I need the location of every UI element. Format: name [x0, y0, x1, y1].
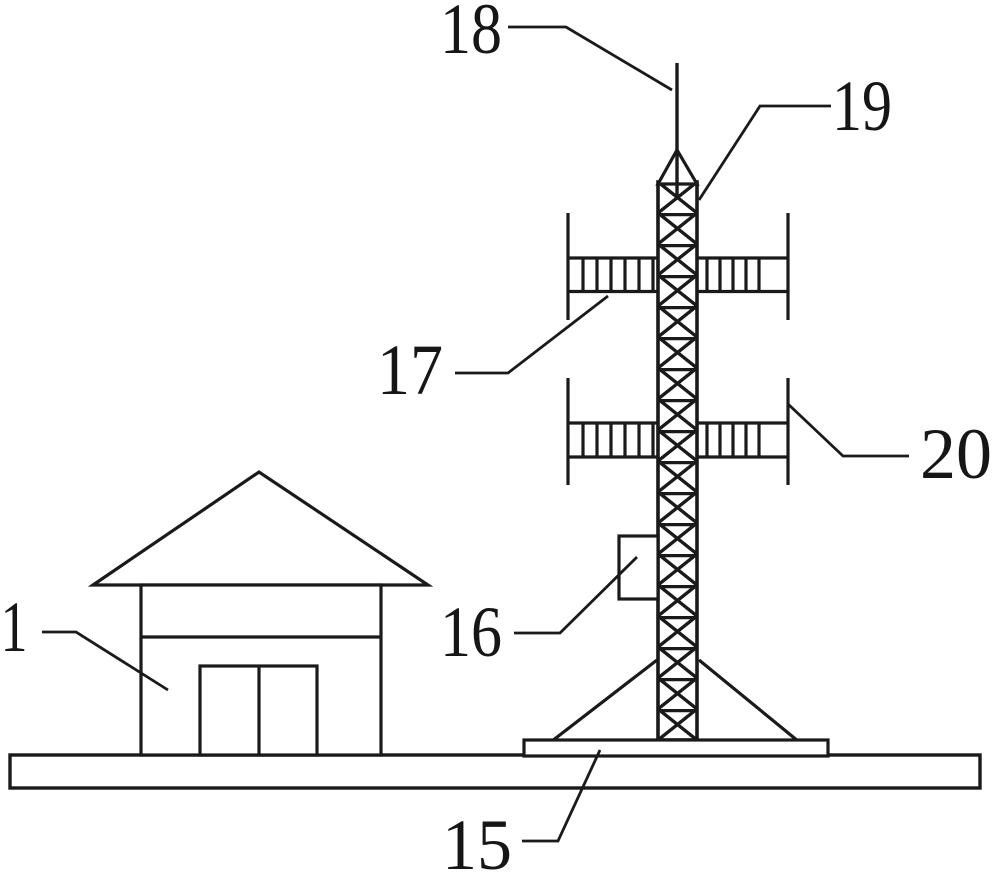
lattice-mast [656, 180, 699, 742]
tower-left-leg [551, 658, 658, 743]
leader-lines [42, 25, 909, 843]
leader-line-15 [522, 749, 602, 843]
ref-label-18: 18 [440, 0, 502, 69]
house-roof [87, 470, 434, 587]
ground-strip [8, 753, 982, 790]
upper-crossarm-rungs [581, 258, 761, 292]
leader-line-19 [697, 104, 831, 201]
leader-line-20 [787, 402, 909, 458]
leader-line-18 [508, 25, 673, 92]
leader-line-17 [455, 294, 609, 375]
leader-line-16 [514, 556, 638, 635]
ref-label-17: 17 [377, 330, 443, 410]
ref-label-16: 16 [440, 592, 502, 672]
lower-crossarm-rungs [581, 423, 761, 457]
leader-line-1 [42, 630, 169, 692]
ref-label-20: 20 [920, 414, 992, 494]
ref-label-1: 1 [1, 587, 28, 667]
ref-label-15: 15 [442, 805, 512, 878]
tower [522, 63, 830, 758]
tower-right-leg [697, 658, 800, 743]
house [87, 470, 434, 757]
base-plate [522, 738, 830, 758]
ref-label-19: 19 [832, 66, 892, 146]
